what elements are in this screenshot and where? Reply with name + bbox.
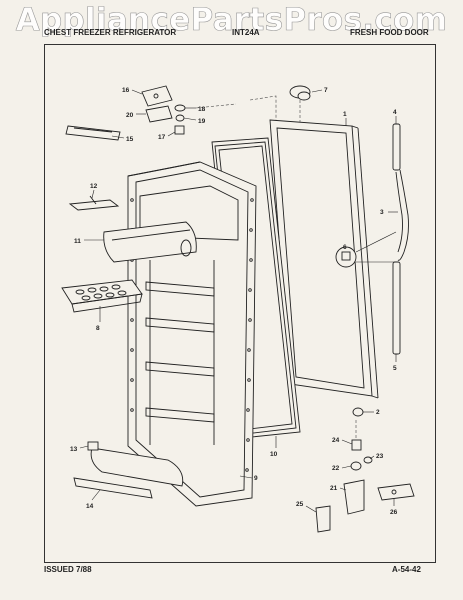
header-code: INT24A: [232, 28, 260, 37]
callout-25: 25: [296, 501, 304, 508]
header-section: FRESH FOOD DOOR: [350, 28, 429, 37]
callout-9: 9: [254, 475, 258, 482]
callout-14: 14: [86, 503, 94, 510]
callout-13: 13: [70, 446, 78, 453]
hinge-hardware: [174, 104, 186, 135]
liner-shelves: [145, 260, 215, 445]
callout-17: 17: [158, 134, 166, 141]
callout-leader-lines: [79, 89, 398, 513]
callout-22: 22: [332, 465, 340, 472]
diagram-code: A-54-42: [392, 565, 421, 574]
callout-2: 2: [376, 409, 380, 416]
callout-4: 4: [393, 109, 397, 116]
watermark: AppliancePartsPros.com: [15, 2, 448, 39]
callout-1: 1: [343, 111, 347, 118]
callout-12: 12: [90, 183, 98, 190]
handle-screw-detail: [335, 231, 397, 268]
callout-16: 16: [122, 87, 130, 94]
hinge-cover: [65, 125, 121, 141]
diagram-header: CHEST FREEZER REFRIGERATOR INT24A FRESH …: [44, 22, 434, 42]
callout-21: 21: [330, 485, 338, 492]
callout-6: 6: [343, 244, 347, 251]
callout-20: 20: [126, 112, 134, 119]
diagram-frame: [44, 44, 436, 563]
callout-24: 24: [332, 437, 340, 444]
callout-23: 23: [376, 453, 384, 460]
callout-3: 3: [380, 209, 384, 216]
lower-hinge-bracket: [343, 479, 365, 515]
callout-26: 26: [390, 509, 398, 516]
shelf-trim-strip: [73, 477, 153, 499]
issued-date: ISSUED 7/88: [44, 565, 92, 574]
top-hinge: [141, 85, 173, 123]
callout-18: 18: [198, 106, 206, 113]
dairy-door-stop: [68, 195, 120, 211]
mounting-bracket: [315, 505, 331, 533]
callout-15: 15: [126, 136, 134, 143]
header-model: CHEST FREEZER REFRIGERATOR: [44, 28, 177, 37]
callout-8: 8: [96, 325, 100, 332]
callout-11: 11: [74, 238, 81, 245]
callout-5: 5: [393, 365, 397, 372]
door-outer-panel: [269, 119, 379, 399]
lower-hinge: [377, 483, 415, 501]
callout-10: 10: [270, 451, 278, 458]
callout-19: 19: [198, 118, 206, 125]
callout-labels: 1 2 3 4 5 6 7 8 9 10 11 12 13 14 15 16 1…: [70, 87, 398, 516]
door-handle: [395, 169, 409, 261]
handle-end-bars: [392, 123, 401, 355]
assembly-dashed-lines: [195, 95, 357, 440]
plug-button: [352, 407, 364, 417]
callout-7: 7: [324, 87, 328, 94]
dairy-compartment-door: [103, 221, 197, 263]
egg-tray: [61, 279, 143, 313]
lower-hinge-hardware: [350, 439, 373, 471]
hinge-bushing: [289, 85, 311, 122]
door-liner: [127, 161, 257, 507]
